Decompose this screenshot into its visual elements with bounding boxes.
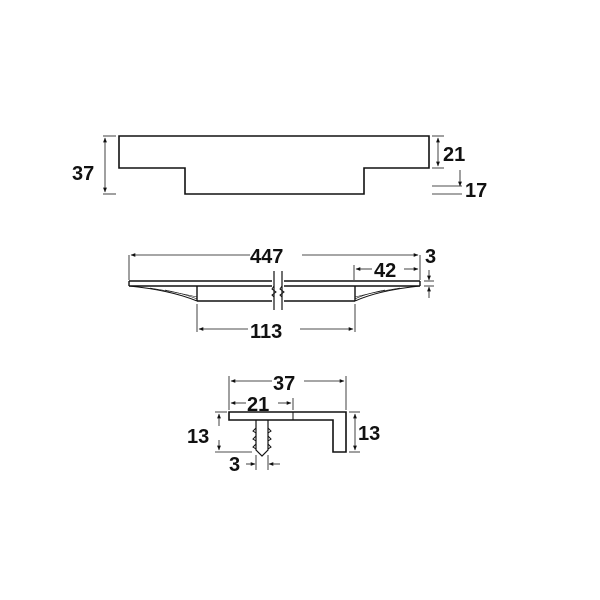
dim-13-right: 13 [358, 423, 380, 445]
dim-3-screw: 3 [229, 454, 240, 476]
dim-17: 17 [465, 180, 487, 202]
top-view [103, 135, 462, 195]
dim-37-top: 37 [72, 163, 94, 185]
dim-13-left: 13 [187, 426, 209, 448]
side-profile [228, 411, 347, 453]
dim-3-thickness: 3 [425, 246, 436, 268]
dim-21: 21 [443, 144, 465, 166]
side-view [215, 376, 360, 470]
dim-21-side: 21 [247, 394, 269, 416]
dim-37-side: 37 [273, 373, 295, 395]
dim-113: 113 [250, 321, 282, 343]
top-view-outline [118, 135, 430, 195]
dim-447: 447 [250, 246, 283, 268]
dim-42: 42 [374, 260, 396, 282]
front-view [128, 253, 434, 332]
